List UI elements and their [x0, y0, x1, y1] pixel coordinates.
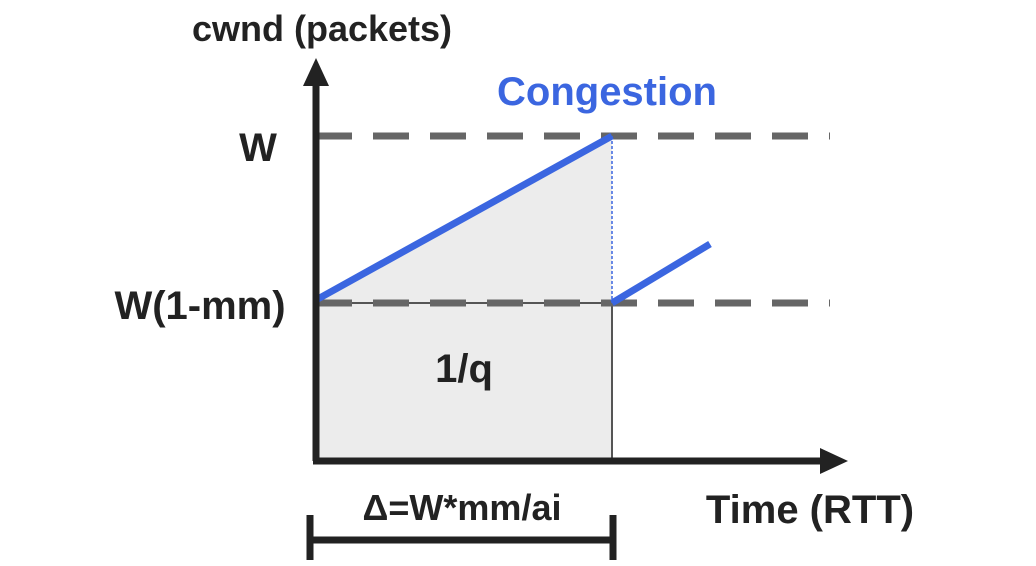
- x-axis-title: Time (RTT): [706, 488, 914, 532]
- delta-label: Δ=W*mm/ai: [363, 487, 562, 528]
- cwnd-increase-line-next: [610, 241, 712, 306]
- y-axis-title: cwnd (packets): [192, 8, 452, 49]
- epoch-area: [316, 136, 612, 461]
- cwnd-increase-line: [314, 132, 614, 304]
- congestion-label: Congestion: [497, 70, 717, 114]
- x-axis-arrowhead: [820, 448, 848, 474]
- area-label: 1/q: [435, 347, 493, 391]
- w-low-level-label: W(1-mm): [114, 284, 285, 328]
- w-level-label: W: [239, 126, 277, 170]
- y-axis-arrowhead: [303, 58, 329, 86]
